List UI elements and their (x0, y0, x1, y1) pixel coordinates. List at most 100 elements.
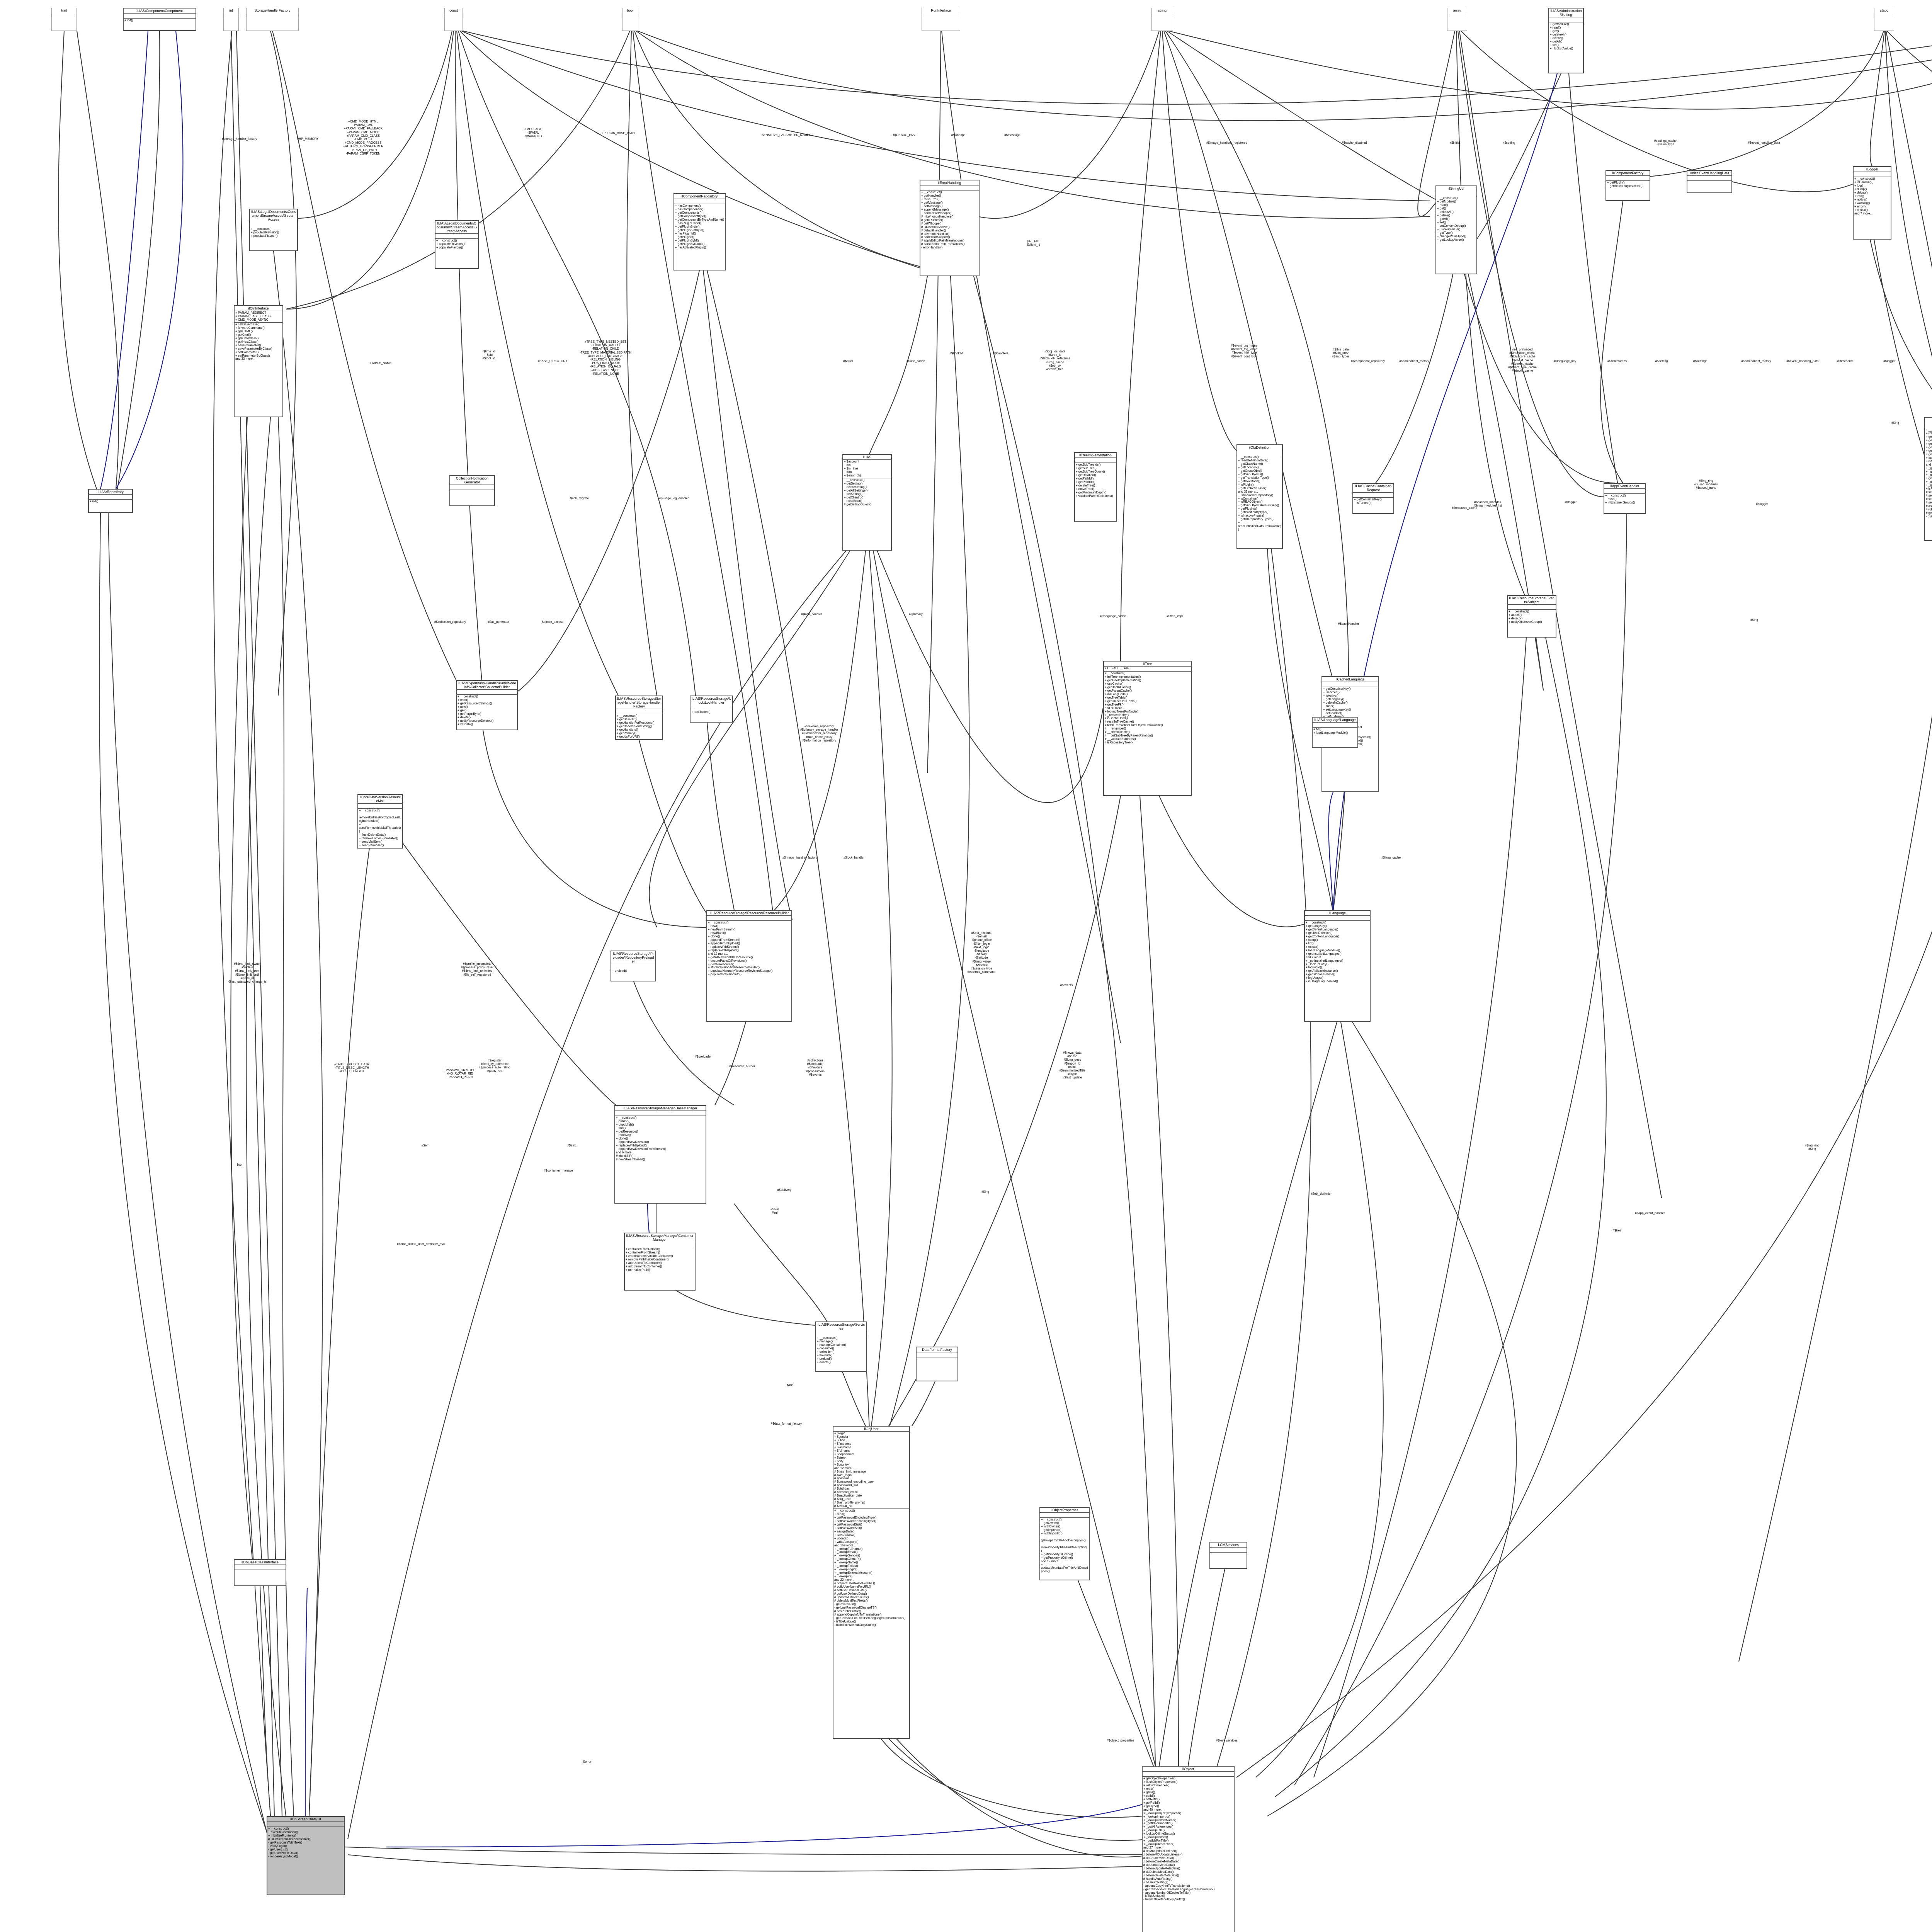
class-node[interactable]: ilLogger+ __construct()+ isHandling()+ l… (1853, 166, 1891, 240)
class-node[interactable]: ilObjectProperties+ __construct()+ getOw… (1039, 1507, 1090, 1580)
member-item: + raiseError() (921, 197, 940, 201)
member-item: + _lookupLogin() (834, 1568, 857, 1571)
member-item: + getTreeImplementation() (1105, 678, 1141, 682)
class-node[interactable]: static (1874, 8, 1894, 31)
member-item: + getClassName() (1238, 462, 1263, 466)
member-item: # updateMultiTextFields() (834, 1595, 869, 1599)
class-node[interactable]: ILIAS\LegalDocuments\Consumer\StreamAcce… (435, 220, 479, 269)
class-node[interactable]: CollectionNotification Generator (449, 475, 495, 506)
focus-class-node[interactable]: ilOnScreenChatGUI+ __construct()+ execut… (267, 1816, 345, 1895)
edge-label: #$error (843, 359, 853, 363)
edge-label: #$tree (1612, 1229, 1622, 1232)
class-node[interactable]: ILIAS\ResourceStorage\Manager\ContainerM… (624, 1233, 696, 1291)
class-node[interactable]: ILIAS\ResourceStorage\StorageHandler\Sto… (615, 696, 663, 740)
member-item: # $avatar_rid (834, 1504, 852, 1508)
class-node[interactable]: LCMServices (1209, 1542, 1247, 1569)
class-node[interactable]: ILIAS\Repository+ init() (88, 489, 133, 513)
member-item: + get() (1550, 29, 1559, 33)
class-node[interactable]: ILIAS\ResourceStorage\Events\Subject+ __… (1507, 595, 1556, 638)
member-item: + notifyResourceDeleted() (457, 719, 494, 723)
member-item: + newBlank() (708, 931, 726, 935)
class-node[interactable]: ILIAS\ResourceStorage\Preloader\Reposito… (611, 951, 656, 981)
member-item: + getNumberOfAssignedUsers() (1926, 452, 1932, 456)
edge-label: #$component_factory (1741, 359, 1771, 363)
class-node[interactable]: ilStringUtil+ __construct()+ getModule()… (1435, 185, 1477, 274)
member-item: and 169 more... (834, 1543, 856, 1547)
member-item: + txt() (1306, 941, 1314, 945)
member-item: + $error_obj (844, 473, 861, 477)
class-node[interactable]: ILIAS\Language\Language+ txt()+ loadLang… (1312, 717, 1358, 748)
member-item: # logUsage() (1306, 976, 1323, 980)
member-item: + getModules() (1323, 715, 1377, 719)
class-node[interactable]: ilLanguage+ __construct()+ getLangKey()+… (1304, 910, 1371, 1022)
class-node[interactable]: ilAppEventHandler+ __construct()+ raise(… (1604, 483, 1646, 514)
member-item: + getRefId() (1143, 1801, 1160, 1804)
class-node[interactable]: StorageHandlerFactory (246, 8, 299, 31)
member-item: - getCallbackForTitlesPerLanguageTransfo… (1143, 1887, 1215, 1891)
member-item: + __construct() (436, 239, 457, 243)
class-node[interactable]: ILIAS\Administration\Setting+ getModule(… (1548, 8, 1584, 73)
member-item: + deleteTree() (1076, 483, 1095, 487)
member-item: - verifyLogin() (268, 1844, 287, 1848)
member-item: + appendFromStream() (708, 938, 740, 942)
class-node[interactable]: ilInitialEventHandlingData (1687, 170, 1732, 193)
member-item: + setId() (1143, 1794, 1155, 1798)
attributes-compartment (920, 185, 979, 190)
class-node[interactable]: ILIAS\ResourceStorage\Services+ __constr… (815, 1321, 867, 1372)
class-node[interactable]: ilRbacReview+ __construct()+ roleExists(… (1924, 417, 1932, 541)
class-node[interactable]: ilTree# DEFAULT_GAP+ __construct()+ init… (1103, 661, 1192, 796)
class-node[interactable]: array (1447, 8, 1467, 31)
class-node[interactable]: string (1151, 8, 1173, 31)
member-item: + _lookupOwnerName() (1143, 1818, 1177, 1822)
operations-compartment: + __construct()+ isHandling()+ log()+ du… (1854, 177, 1891, 216)
class-node[interactable]: ILIAS\Cache\Container\Request+ getContai… (1352, 483, 1394, 514)
class-node[interactable]: ilObjUser+ $login+ $gender+ $utitle+ $fi… (833, 1426, 910, 1739)
class-node[interactable]: ILIAS\ResourceStorage\Lock\LockHandler+ … (690, 696, 733, 723)
class-node[interactable]: ILIAS\LegalDocuments\Consumer\StreamAcce… (249, 209, 298, 251)
class-node[interactable]: RunInterface (922, 8, 960, 31)
operations-compartment: + txt()+ loadLanguageModule() (1313, 727, 1357, 735)
member-item: + collection() (817, 1350, 835, 1354)
member-item: + lockTables() (691, 710, 711, 714)
class-node[interactable]: ILIAS\Exporthash\Handler\PanelNodeInfo\C… (456, 680, 518, 730)
class-node[interactable]: bool (622, 8, 638, 31)
class-node[interactable]: ILIAS\Component\Component+ init() (123, 8, 196, 31)
member-item: + exists() (1306, 945, 1318, 949)
member-item: + populateFlavour() (436, 246, 463, 250)
class-node[interactable]: ILIAS\ResourceStorage\Resource\ResourceB… (706, 910, 792, 1022)
class-node[interactable]: DataFormatFactory (916, 1347, 958, 1381)
class-node[interactable]: ILIAS+ $account+ $ini+ $ini_ilias+ $db+ … (842, 454, 892, 551)
member-item: + hasPluginSlotId() (675, 221, 701, 225)
class-node[interactable]: ilErrorHandling+ __construct()+ getHandl… (920, 180, 980, 276)
member-item: + getCmd() (235, 333, 251, 337)
class-name: ILIAS\Exporthash\Handler\PanelNodeInfo\C… (457, 681, 516, 689)
edge-label: #$lom_services (1216, 1739, 1238, 1742)
member-item: and 40 more... (1143, 1808, 1163, 1811)
member-item: + roleExists() (1926, 432, 1932, 435)
attributes-compartment (615, 1111, 706, 1116)
class-node[interactable]: ilCoreDataVersionResourceMail+ __constru… (357, 794, 403, 849)
class-node[interactable]: ilObject+ getObjectProperties()+ flushOb… (1142, 1766, 1235, 1932)
operations-compartment: + __construct()+ getModule()+ read()+ ge… (1436, 196, 1476, 242)
class-name: LCMServices (1218, 1543, 1239, 1547)
class-node[interactable]: ilObjBaseClassInterface (234, 1559, 286, 1586)
class-node[interactable]: trait (51, 8, 77, 31)
class-node[interactable]: const (444, 8, 463, 31)
class-node[interactable]: int (223, 8, 239, 31)
member-item: # setParentRoles() (1926, 490, 1932, 494)
member-item: + hasComponentId() (675, 207, 704, 211)
class-node[interactable]: ilComponentFactory+ getPlugin()+ getActi… (1605, 170, 1650, 201)
member-item: # setProtectedStatus() (1926, 501, 1932, 505)
class-node[interactable]: ilCtrlInterface+ PARAM_REDIRECT+ PARAM_B… (234, 305, 283, 417)
edge-label: #$lng_ring #$lng (1805, 1144, 1820, 1151)
member-item: + $ini_ilias (844, 466, 859, 470)
member-item: # setUserDefinedData() (834, 1588, 867, 1592)
class-node[interactable]: ilComponentRepository+ hasComponent()+ h… (673, 193, 726, 270)
class-node[interactable]: ilTreeImplementation+ getSubTreeIds()+ g… (1074, 452, 1117, 522)
attributes-compartment (611, 964, 655, 969)
class-node[interactable]: ILIAS\ResourceStorage\Manager\BaseManage… (614, 1105, 706, 1204)
member-item: + info() (1854, 194, 1864, 198)
class-node[interactable]: ilObjDefinition+ __construct()+ readDefi… (1236, 444, 1283, 549)
member-item: + getFallbackInstance() (1306, 969, 1338, 973)
member-item: + updateMetadataForTitleAndDescription() (1041, 1563, 1088, 1573)
